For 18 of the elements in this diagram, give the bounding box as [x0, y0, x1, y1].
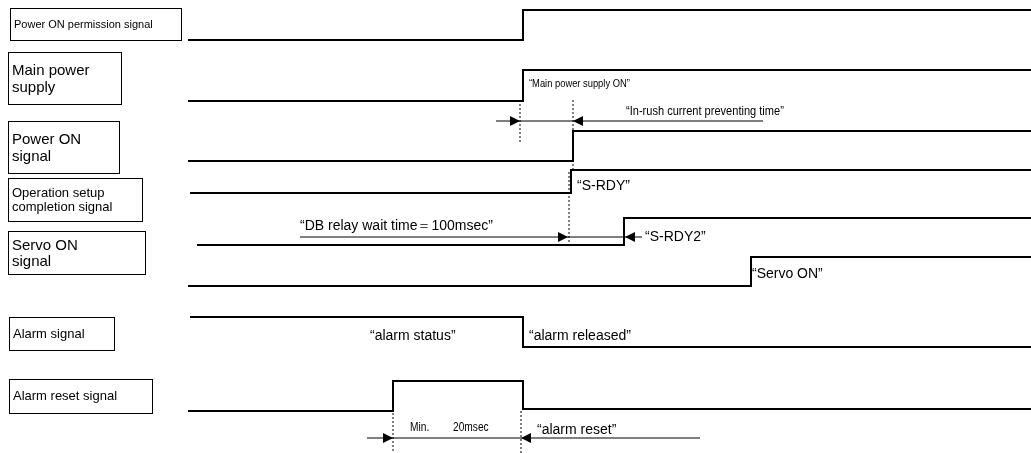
signal-name-box: Power ON signal: [8, 121, 120, 174]
signal-name-box: Alarm reset signal: [9, 379, 153, 414]
signal-name-box: Alarm signal: [9, 317, 115, 351]
timing-text: Min.: [410, 421, 430, 433]
annotation-text: “S-RDY”: [577, 178, 630, 192]
timing-text: 20msec: [453, 421, 489, 433]
signal-name-box: Servo ON signal: [8, 231, 146, 275]
annotation-text: “S-RDY2”: [645, 229, 706, 243]
annotation-text: “alarm status”: [370, 328, 456, 342]
signal-name-box: Operation setup completion signal: [8, 178, 143, 222]
signal-name-box: Power ON permission signal: [10, 8, 182, 41]
annotation-text: “alarm released”: [529, 328, 631, 342]
annotation-text: “DB relay wait time＝100msec”: [300, 218, 493, 232]
annotation-text: “Servo ON”: [752, 266, 823, 280]
annotation-text: “alarm reset”: [537, 422, 617, 436]
signal-name-box: Main power supply: [8, 52, 122, 105]
annotation-text: “In-rush current preventing time”: [626, 104, 784, 117]
annotation-text: “Main power supply ON”: [529, 78, 630, 89]
